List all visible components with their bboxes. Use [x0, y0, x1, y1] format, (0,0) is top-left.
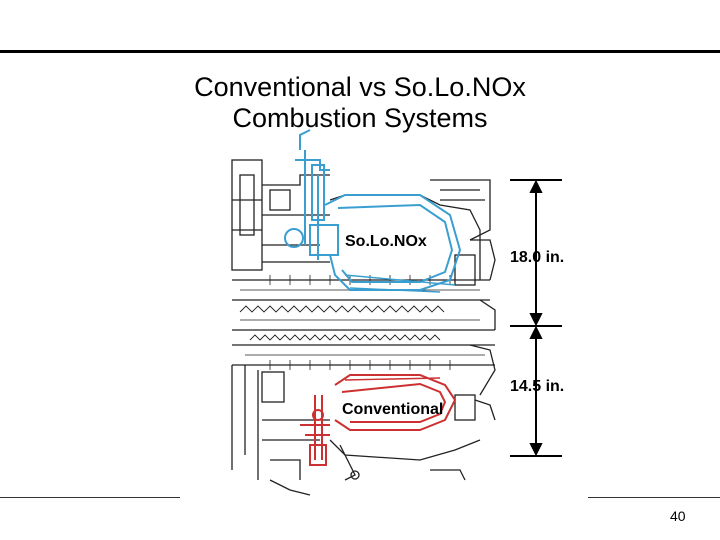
bottom-rule-right — [588, 497, 720, 498]
slide-title: Conventional vs So.Lo.NOx Combustion Sys… — [160, 72, 560, 134]
rotor-teeth — [239, 305, 445, 313]
arrowhead — [529, 179, 543, 193]
conventional-combustor-outline — [300, 374, 457, 466]
arrowhead — [529, 325, 543, 339]
solonox-label: So.Lo.NOx — [345, 233, 427, 250]
dimension-lower-label: 14.5 in. — [510, 378, 565, 395]
slide-title-line-1: Conventional vs So.Lo.NOx — [194, 72, 526, 103]
slide-title-line-2: Combustion Systems — [232, 103, 488, 134]
arrowhead — [529, 443, 543, 457]
engine-schematic — [231, 159, 496, 496]
solonox-combustor-outline — [284, 129, 462, 293]
dimension-marker — [510, 179, 562, 457]
top-rule — [0, 50, 720, 53]
dimension-upper-label: 18.0 in. — [510, 249, 565, 266]
page-number: 40 — [670, 508, 686, 524]
left-casing — [231, 159, 263, 271]
conventional-label: Conventional — [342, 401, 444, 418]
arrowhead — [529, 313, 543, 327]
bottom-rule-left — [0, 497, 180, 498]
